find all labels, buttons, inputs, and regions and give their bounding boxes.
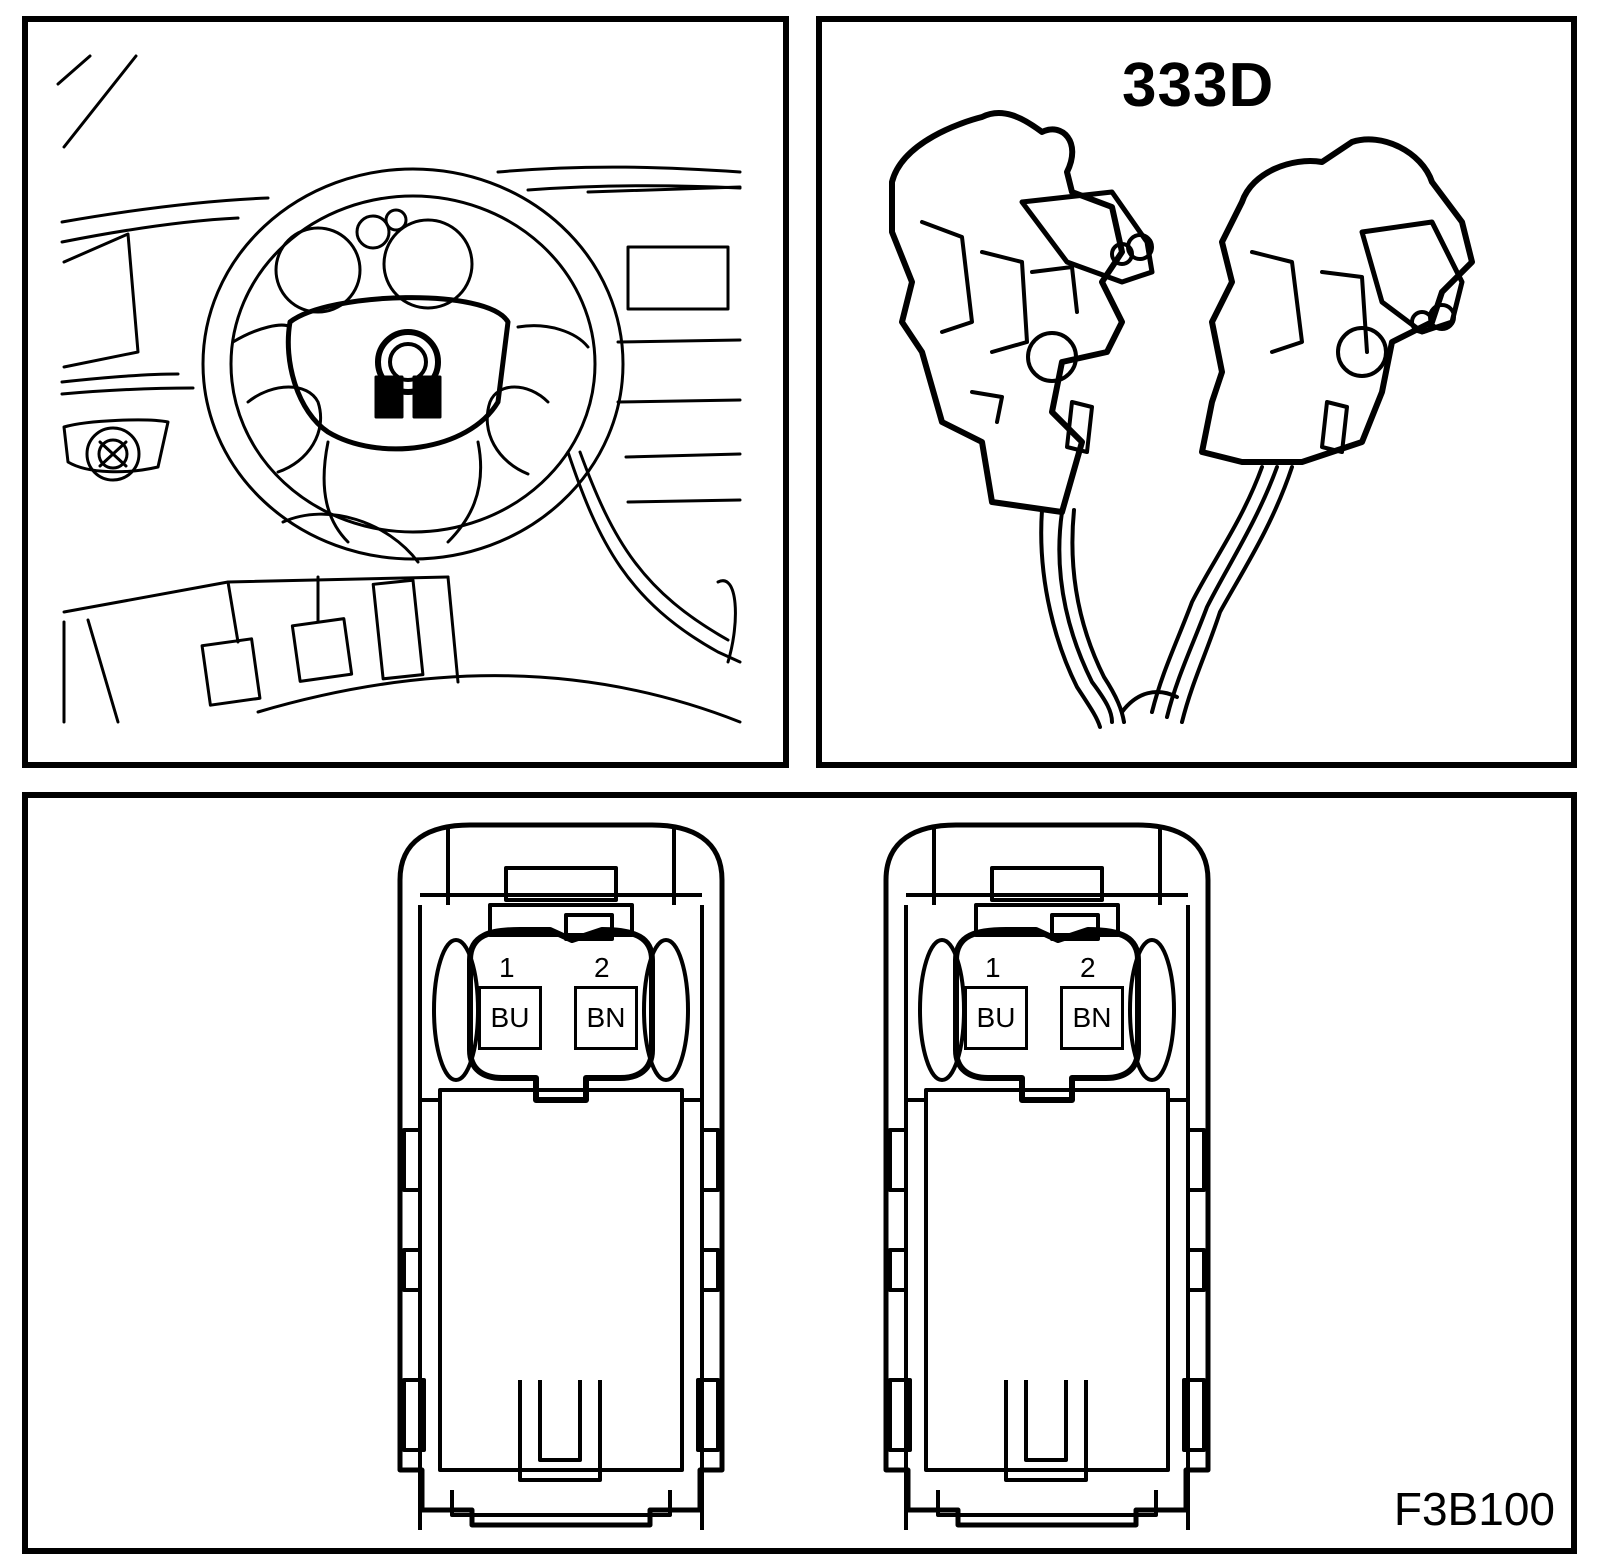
connector-face-left: 1 2 BU BN [390, 820, 732, 1530]
pin-color-code: BU [964, 986, 1028, 1050]
pin-color-code: BU [478, 986, 542, 1050]
connector-label: 333D [1122, 51, 1275, 120]
pin-number: 2 [1080, 952, 1096, 983]
connector-illustration-panel: 333D [816, 16, 1577, 768]
dashboard-drawing [56, 54, 742, 724]
pin-color-code: BN [1060, 986, 1124, 1050]
pinout-panel: 1 2 BU BN [22, 792, 1577, 1554]
figure-code: F3B100 [1393, 1483, 1555, 1535]
pin-number: 2 [594, 952, 610, 983]
connector-drawing [889, 110, 1475, 729]
connector-face-right: 1 2 BU BN [876, 820, 1218, 1530]
pin-number: 1 [985, 952, 1001, 983]
connector-face-outline [883, 822, 1211, 1530]
connector-face-outline [397, 822, 725, 1530]
pin-number: 1 [499, 952, 515, 983]
dashboard-illustration-panel [22, 16, 789, 768]
pin-color-code: BN [574, 986, 638, 1050]
